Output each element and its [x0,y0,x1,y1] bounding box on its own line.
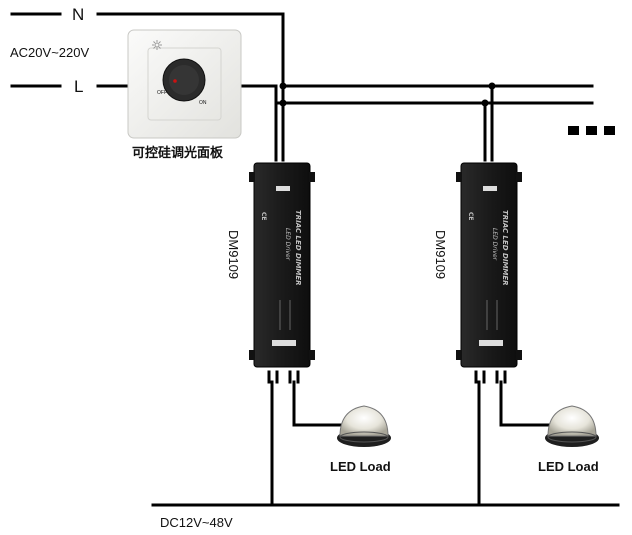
panel-inner-frame [147,47,222,121]
junction-dot [481,99,489,107]
continuation-square [568,126,579,135]
output-wires [151,370,620,507]
module-housing [253,162,311,368]
sun-icon [152,40,162,50]
led-rim [339,431,389,443]
led-load-right [545,405,599,447]
dimmer-knob-cap [169,65,199,95]
terminal-block-in [483,186,497,191]
label-dc-voltage: DC12V~48V [160,515,233,530]
module-title: TRIAC LED DIMMER [501,210,509,286]
continuation-square [604,126,615,135]
knob-off-label: OFF [157,90,167,96]
mount-tab [309,350,315,360]
mount-tab [249,172,255,182]
knob-on-label: ON [199,100,207,106]
label-ac-voltage: AC20V~220V [10,45,89,60]
load-right-label: LED Load [538,459,599,474]
module-subtitle: LED Driver [491,228,498,261]
led-dome [547,405,597,437]
dimmer-left-label: DM9109 [226,230,241,279]
dimmer-module-left: TRIAC LED DIMMER LED Driver CE [249,162,315,368]
ac-bus [239,82,594,162]
junction-dot [488,82,496,90]
mount-tab [309,172,315,182]
mount-tab [456,172,462,182]
load-left-label: LED Load [330,459,391,474]
ce-mark: CE [260,212,267,221]
terminal-block-out [272,340,296,346]
dimmer-wall-panel: OFF ON [127,29,242,139]
led-load-left [337,405,391,447]
terminal-block-in [276,186,290,191]
continuation-marks [568,126,615,135]
led-rim [547,431,597,443]
module-subtitle: LED Driver [284,228,291,261]
dimmer-right-label: DM9109 [433,230,448,279]
module-housing [460,162,518,368]
knob-indicator-dot [173,79,177,83]
module-title: TRIAC LED DIMMER [294,210,302,286]
dimmer-module-right: TRIAC LED DIMMER LED Driver CE [456,162,522,368]
ce-mark: CE [467,212,474,221]
mount-tab [516,350,522,360]
junction-dot [279,82,287,90]
terminal-block-out [479,340,503,346]
label-live: L [74,77,83,96]
panel-name-label: 可控硅调光面板 [132,145,224,160]
mount-tab [516,172,522,182]
led-dome [339,405,389,437]
label-neutral: N [72,5,84,24]
mount-tab [456,350,462,360]
mount-tab [249,350,255,360]
continuation-square [586,126,597,135]
